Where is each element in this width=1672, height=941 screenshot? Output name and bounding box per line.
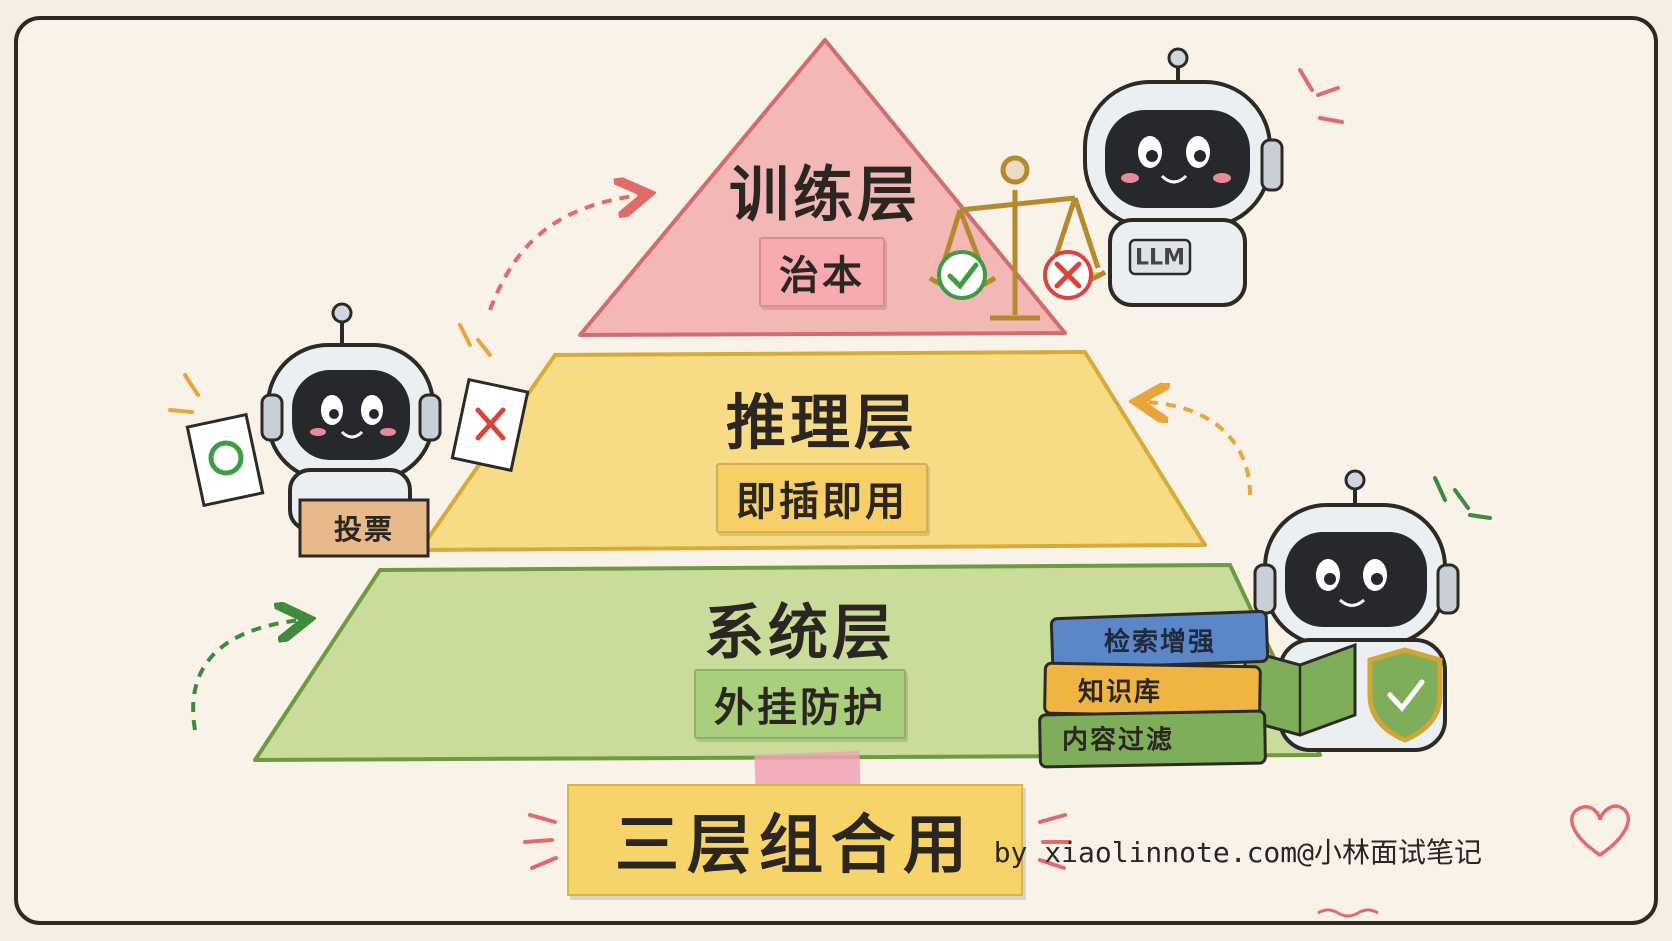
check-circle-icon [937,250,987,300]
book-label-kb: 知识库 [1077,677,1163,708]
system-layer-title: 系统层 [704,598,896,669]
credit-text: by xiaolinnote.com@小林面试笔记 [993,836,1482,869]
judge-robot [928,47,1284,321]
training-layer-title: 训练层 [729,160,921,231]
llm-badge-box [1128,238,1192,276]
reader-robot [1038,469,1460,769]
vote-robot [185,302,530,558]
banner-emphasis-marks [523,813,1072,870]
credit-underline [1317,908,1379,918]
bottom-banner: 三层组合用 [567,784,1023,896]
x-card [450,377,530,473]
inference-layer-tag: 即插即用 [716,463,928,533]
shield-check-icon [1367,647,1443,743]
llm-badge-label: LLM [1135,245,1185,271]
training-layer-tag: 治本 [759,237,885,307]
arrow-to-system [191,620,300,731]
inference-layer-shape [418,350,1207,552]
vote-sign [298,498,430,558]
inference-layer-title: 推理层 [726,388,918,459]
system-layer-tag: 外挂防护 [694,669,906,739]
book-label-filter: 内容过滤 [1061,725,1175,756]
vote-sign-label: 投票 [333,513,395,546]
book-filter [1038,709,1267,769]
sparkle-marks [168,68,1492,520]
circle-card [185,412,265,508]
banner-tape [754,751,861,793]
book-label-rag: 检索增强 [1103,627,1217,658]
arrow-to-inference [1145,402,1252,496]
heart-icon [1570,804,1631,858]
